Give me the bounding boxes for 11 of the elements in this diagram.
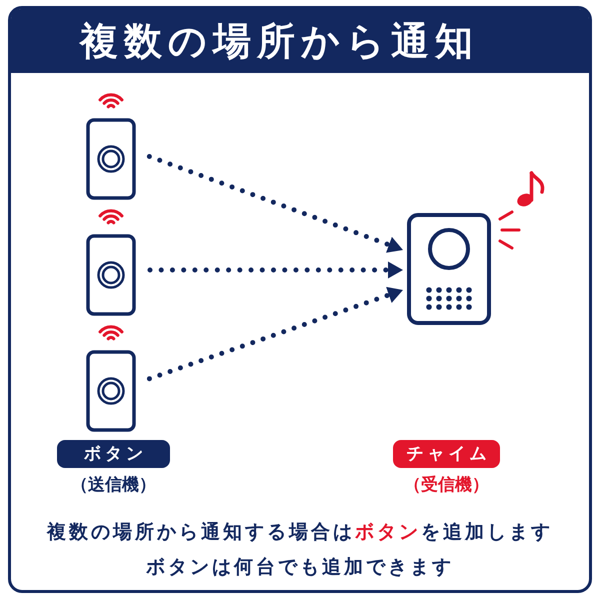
chime-receiver-device	[407, 213, 491, 325]
role-caption: （受信機）	[404, 474, 489, 496]
device-tag: ボタン	[57, 440, 170, 468]
note-text: ボタンは何台でも追加できます	[146, 555, 454, 580]
push-button-device	[86, 234, 136, 316]
push-button-device	[86, 118, 136, 200]
push-button-device	[86, 350, 136, 432]
role-caption: （送信機）	[71, 474, 156, 496]
note-text: 複数の場所から通知する場合はボタンを追加します	[47, 520, 553, 545]
device-tag: チャイム	[393, 440, 500, 468]
page-title: 複数の場所から通知	[80, 18, 479, 64]
